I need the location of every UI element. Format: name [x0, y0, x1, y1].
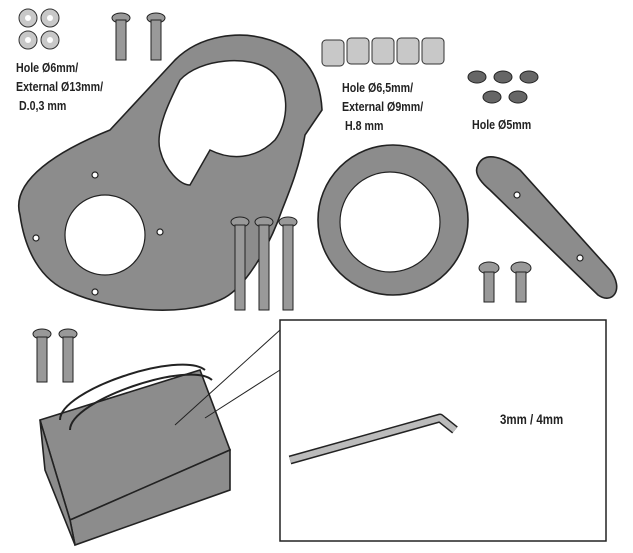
long-screws: [230, 216, 298, 311]
hex-key-icon: [288, 413, 458, 465]
ring-plate: [317, 144, 469, 296]
bar-plate: [475, 156, 618, 299]
spacer-label: Hole Ø6,5mm/ External Ø9mm/ H.8 mm: [342, 78, 423, 135]
screws-left: [32, 328, 78, 383]
small-washers: [467, 70, 539, 104]
label-line: D.0,3 mm: [16, 98, 67, 113]
screws-top: [111, 12, 166, 61]
toolbox: [39, 329, 281, 547]
spacers: [321, 37, 445, 67]
callout-box: [279, 319, 607, 542]
washer-small-label: Hole Ø5mm: [472, 117, 532, 132]
flat-washers: [18, 8, 60, 50]
label-line: H.8 mm: [342, 118, 384, 133]
label-line: Hole Ø6,5mm/: [342, 80, 414, 95]
label-line: Hole Ø6mm/: [16, 60, 79, 75]
main-plate: [17, 34, 323, 311]
screws-right: [478, 261, 532, 303]
hex-key-label: 3mm / 4mm: [500, 411, 564, 427]
washer-large-label: Hole Ø6mm/ External Ø13mm/ D.0,3 mm: [16, 58, 103, 115]
label-line: External Ø9mm/: [342, 99, 424, 114]
label-line: External Ø13mm/: [16, 79, 104, 94]
